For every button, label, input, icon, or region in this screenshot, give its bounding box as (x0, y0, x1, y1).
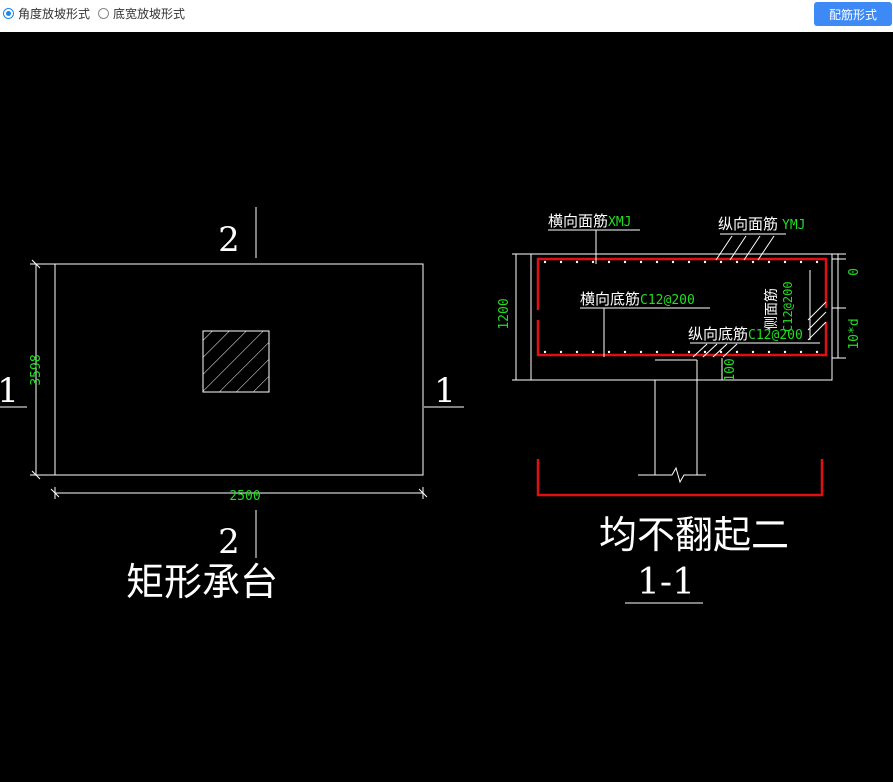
slope-width-option[interactable]: 底宽放坡形式 (98, 4, 185, 22)
toolbar: 角度放坡形式 底宽放坡形式 配筋形式 (0, 0, 893, 32)
section-2-bottom-mark: 2 (218, 522, 240, 562)
top-rebar (536, 257, 828, 310)
section-2-top-mark: 2 (218, 220, 240, 260)
column-hatch (202, 330, 270, 393)
cad-drawing-canvas: 3598 2500 1 1 2 2 矩形承台 (0, 207, 862, 604)
plan-title: 矩形承台 (126, 560, 278, 604)
side-bar-label-group: 侧面筋 C12@200 (763, 281, 795, 332)
side-bar-label: 侧面筋 (763, 288, 780, 330)
slope-width-label: 底宽放坡形式 (113, 6, 186, 21)
slope-angle-option[interactable]: 角度放坡形式 (3, 4, 90, 22)
column-break-line (638, 466, 706, 484)
section-title-line2: 1-1 (637, 562, 695, 603)
cover-dim-text: 100 (723, 358, 738, 381)
section-1-left-mark: 1 (0, 371, 19, 411)
slope-angle-label: 角度放坡形式 (18, 6, 91, 21)
lower-rebar (536, 459, 824, 497)
longitudinal-bottom-label: 纵向底筋C12@200 (688, 325, 803, 343)
radio-selected-icon[interactable] (3, 7, 14, 19)
section-1-right-mark: 1 (434, 371, 456, 411)
radio-unselected-icon[interactable] (98, 7, 109, 19)
side-bar-leaders (807, 270, 827, 341)
rebar-form-button[interactable]: 配筋形式 (814, 2, 892, 26)
plan-height-dim-text: 3598 (29, 354, 44, 385)
longitudinal-top-leaders (715, 233, 786, 261)
longitudinal-bottom-leaders (690, 342, 820, 358)
rebar-dots (543, 260, 819, 354)
dim-zero-text: 0 (847, 268, 862, 276)
plan-view: 3598 2500 1 1 2 2 矩形承台 (0, 207, 464, 604)
bottom-rebar (536, 320, 828, 357)
pile-cap-outline (54, 263, 424, 476)
transverse-bottom-label: 横向底筋C12@200 (580, 290, 695, 308)
side-bar-value: C12@200 (781, 281, 795, 332)
plan-width-dim-text: 2500 (229, 489, 260, 504)
dim-10d-text: 10*d (847, 318, 862, 349)
section-cap-outline (530, 253, 833, 381)
section-height-dim-text: 1200 (497, 298, 512, 329)
transverse-top-label: 横向面筋XMJ (548, 212, 632, 230)
section-title-line1: 均不翻起二 (599, 513, 789, 557)
